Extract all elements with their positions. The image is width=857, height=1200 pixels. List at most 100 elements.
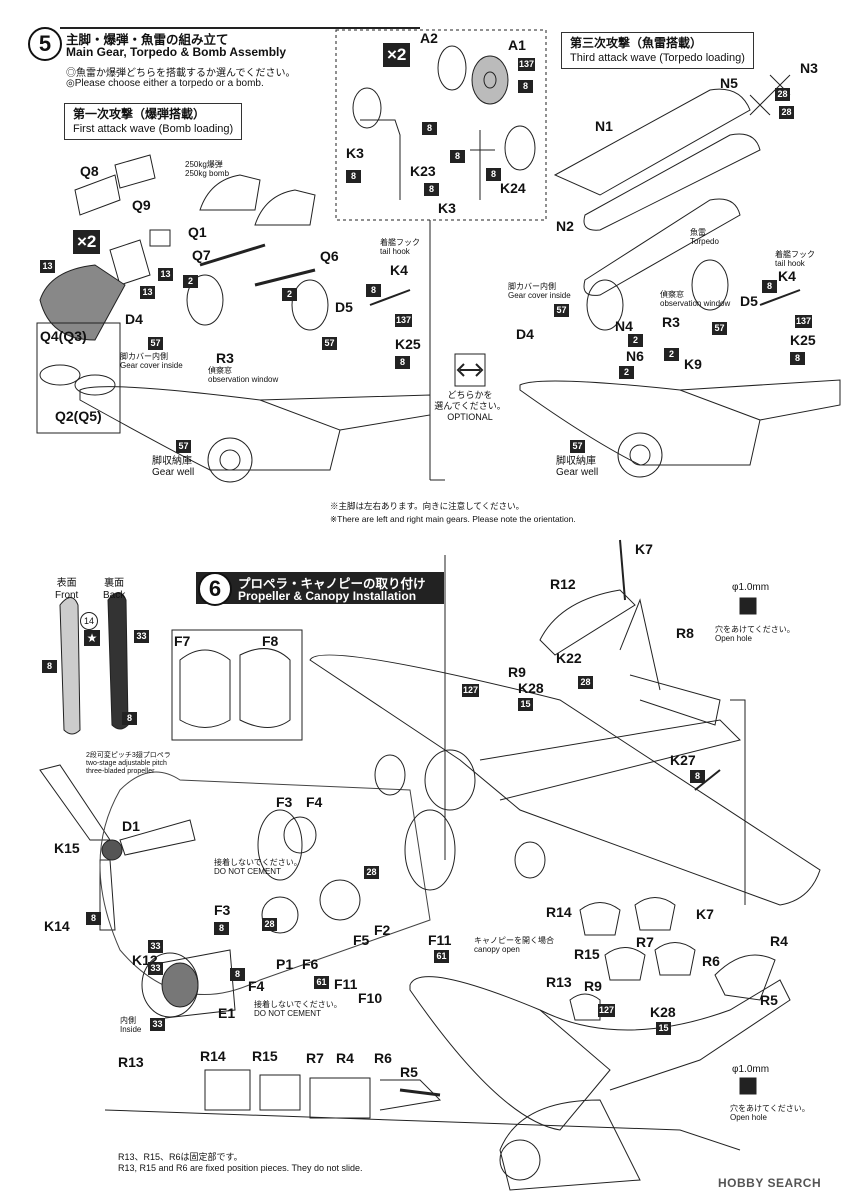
part-r3-right: R3 [662, 314, 680, 330]
step6-title-en: Propeller & Canopy Installation [238, 589, 417, 603]
part-n5: N5 [720, 75, 738, 91]
part-r7-profile: R7 [306, 1050, 324, 1066]
color-code: 57 [712, 322, 727, 335]
part-k24: K24 [500, 180, 526, 196]
part-k25-right: K25 [790, 332, 816, 348]
color-code: 2 [619, 366, 634, 379]
bomb-jp: 250kg爆弾 [185, 160, 223, 169]
color-code: 57 [570, 440, 585, 453]
step5-note-en: ◎Please choose either a torpedo or a bom… [66, 78, 264, 89]
color-code: 2 [628, 334, 643, 347]
part-d4-left: D4 [125, 311, 143, 327]
gear-well-jp: 脚収納庫 [152, 456, 192, 467]
back-en: Back [103, 590, 126, 601]
first-wave-jp: 第一次攻撃（爆弾搭載） [73, 107, 206, 121]
color-code: 2 [282, 288, 297, 301]
color-code: 13 [158, 268, 173, 281]
part-d1: D1 [122, 818, 140, 834]
color-code: 8 [518, 80, 533, 93]
color-code: 127 [462, 684, 480, 697]
gear-cover-en-right: Gear cover inside [508, 291, 571, 300]
part-f11-right: F11 [428, 932, 452, 948]
step6-title-jp: プロペラ・キャノピーの取り付け [238, 577, 426, 591]
obs-window-en-right: observation window [660, 299, 731, 308]
color-code: 57 [176, 440, 191, 453]
part-r9-top: R9 [508, 664, 526, 680]
part-r13-profile: R13 [118, 1054, 144, 1070]
hole-size-top: φ1.0mm [732, 582, 770, 593]
color-code: 8 [395, 356, 410, 369]
part-q1: Q1 [188, 224, 207, 240]
no-cement-en: DO NOT CEMENT [214, 867, 281, 876]
inside-label: 内側 Inside [120, 1016, 141, 1034]
part-f3-bottom: F3 [214, 902, 231, 918]
front-jp: 表面 [56, 578, 77, 589]
part-r7-top: R7 [636, 934, 654, 950]
gear-cover-label-right: 脚カバー内側 Gear cover inside [508, 282, 571, 300]
part-f7: F7 [174, 633, 191, 649]
tail-hook-jp-right: 着艦フック [775, 250, 815, 259]
color-code: 28 [364, 866, 379, 879]
part-f4-top: F4 [306, 794, 323, 810]
color-code: 28 [779, 106, 794, 119]
color-code: 61 [314, 976, 329, 989]
part-q2-q5: Q2(Q5) [55, 408, 102, 424]
part-r4-top: R4 [770, 933, 788, 949]
open-hole-label-top: 穴をあけてください。 Open hole [715, 625, 795, 643]
color-code: 33 [134, 630, 149, 643]
part-f5: F5 [353, 932, 370, 948]
color-code: 33 [148, 940, 163, 953]
color-code: 8 [42, 660, 57, 673]
color-code: 8 [762, 280, 777, 293]
obs-window-en: observation window [208, 375, 279, 384]
part-r5-profile: R5 [400, 1064, 418, 1080]
propeller-note: 2段可変ピッチ3翅プロペラ two-stage adjustable pitch… [86, 752, 171, 776]
color-code: 33 [148, 962, 163, 975]
part-k7-bottom: K7 [696, 906, 714, 922]
part-r13-top: R13 [546, 974, 572, 990]
gear-cover-jp-right: 脚カバー内側 [508, 282, 556, 291]
gear-well-en-right: Gear well [556, 467, 599, 478]
part-k4-right: K4 [778, 268, 796, 284]
part-f2: F2 [374, 922, 391, 938]
part-f3-top: F3 [276, 794, 293, 810]
color-code: 8 [690, 770, 705, 783]
color-code: 28 [262, 918, 277, 931]
torpedo-en: Torpedo [690, 237, 719, 246]
part-e1: E1 [218, 1005, 236, 1021]
color-code: 137 [395, 314, 413, 327]
torpedo-label: 魚雷 Torpedo [690, 228, 719, 246]
third-wave-jp: 第三次攻撃（魚雷搭載） [570, 36, 703, 50]
gear-well-en: Gear well [152, 467, 195, 478]
optional-note: どちらかを 選んでください。 OPTIONAL [430, 390, 510, 423]
hole-en: Open hole [715, 634, 752, 643]
hole-jp-bottom: 穴をあけてください。 [730, 1104, 810, 1113]
part-q4-q3: Q4(Q3) [40, 328, 87, 344]
part-d5-right: D5 [740, 293, 758, 309]
fixed-note-en: R13, R15 and R6 are fixed position piece… [118, 1163, 363, 1173]
watermark: HOBBY SEARCH [718, 1176, 822, 1190]
color-code: 14 [80, 612, 98, 630]
times-two-badge-bomb: ×2 [73, 230, 101, 254]
part-k23: K23 [410, 163, 436, 179]
color-code: 2 [664, 348, 679, 361]
optional-en: OPTIONAL [447, 412, 493, 422]
hole-jp: 穴をあけてください。 [715, 625, 795, 634]
color-code: 137 [795, 315, 813, 328]
inside-jp: 内側 [120, 1016, 136, 1025]
hole-en-bottom: Open hole [730, 1113, 767, 1122]
color-code: 61 [434, 950, 449, 963]
part-r6-top: R6 [702, 953, 720, 969]
part-a2: A2 [420, 30, 438, 46]
part-q8: Q8 [80, 163, 99, 179]
part-r3-left: R3 [216, 350, 234, 366]
part-p1: P1 [276, 956, 294, 972]
part-f11-left: F11 [334, 976, 358, 992]
part-n6: N6 [626, 348, 644, 364]
step6-header-bar [196, 572, 444, 604]
color-code: 137 [518, 58, 536, 71]
part-q6: Q6 [320, 248, 339, 264]
part-k28-top: K28 [518, 680, 544, 696]
canopy-open-jp: キャノピーを開く場合 [474, 936, 554, 945]
